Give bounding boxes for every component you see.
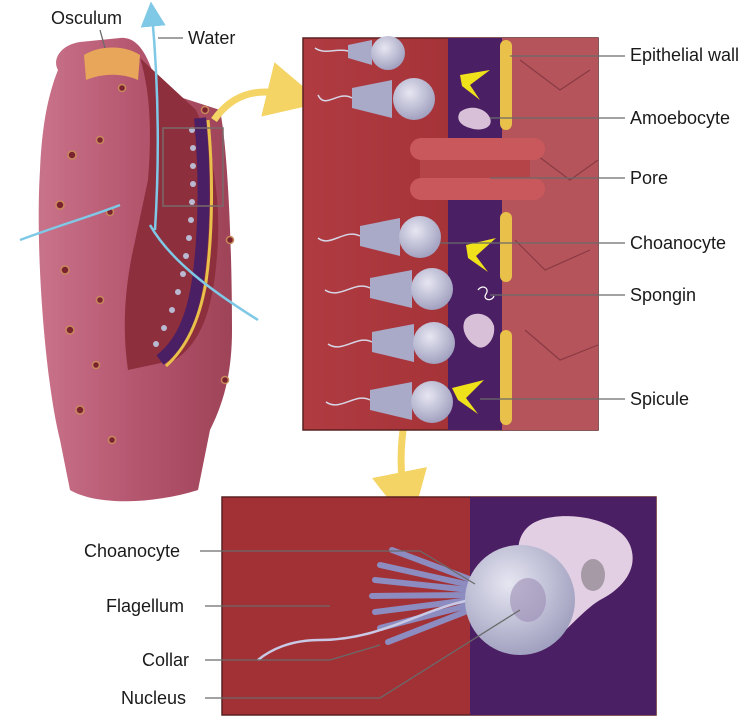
- label-amoebocyte: Amoebocyte: [630, 108, 730, 129]
- label-nucleus: Nucleus: [121, 688, 186, 709]
- connector-arrow-top: [214, 92, 295, 120]
- label-choanocyte-middle: Choanocyte: [630, 233, 726, 254]
- label-flagellum: Flagellum: [106, 596, 184, 617]
- label-pore: Pore: [630, 168, 668, 189]
- label-osculum: Osculum: [51, 8, 122, 29]
- outer-tissue: [502, 38, 598, 430]
- label-water: Water: [188, 28, 235, 49]
- label-choanocyte-bottom: Choanocyte: [84, 541, 180, 562]
- mesohyl-region: [448, 38, 502, 430]
- nucleus-detail: [510, 578, 546, 622]
- label-collar: Collar: [142, 650, 189, 671]
- wall-detail-panel: [303, 36, 598, 430]
- label-epithelial-wall: Epithelial wall: [630, 45, 740, 66]
- epithelial-cells: [500, 40, 512, 425]
- sponge-body: [39, 38, 234, 501]
- pore-structure: [410, 138, 545, 200]
- label-spicule: Spicule: [630, 389, 689, 410]
- label-spongin: Spongin: [630, 285, 696, 306]
